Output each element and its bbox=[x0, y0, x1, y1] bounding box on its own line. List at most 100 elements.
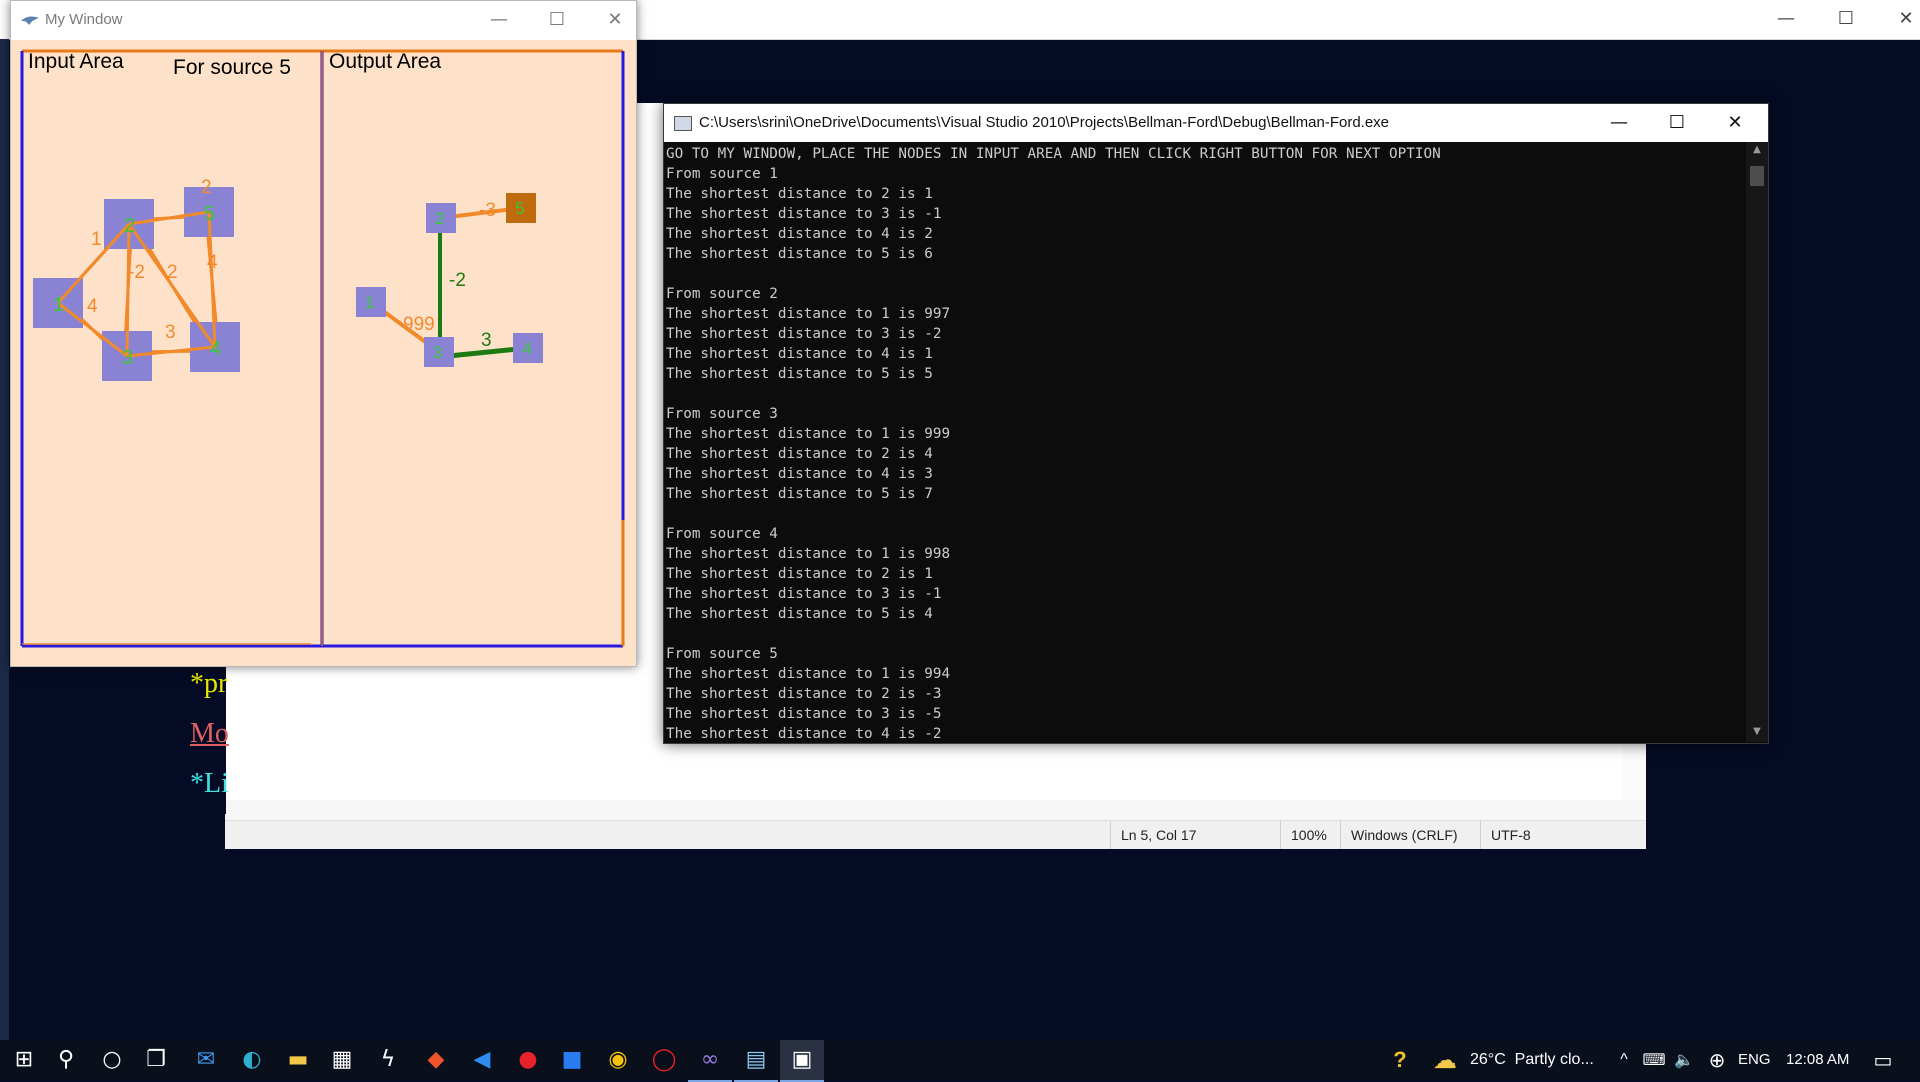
notepad-horizontal-scrollbar[interactable] bbox=[225, 800, 1646, 820]
console-line: From source 4 bbox=[666, 526, 778, 542]
console-close-button[interactable]: ✕ bbox=[1727, 112, 1743, 133]
opera-icon[interactable]: ● bbox=[518, 1047, 538, 1072]
console-minimize-button[interactable]: — bbox=[1610, 112, 1628, 133]
weather-icon[interactable]: ☁ bbox=[1433, 1046, 1457, 1074]
opera-gx-icon[interactable]: ◯ bbox=[651, 1047, 677, 1072]
console-line: The shortest distance to 2 is -3 bbox=[666, 686, 942, 702]
console-output[interactable]: GO TO MY WINDOW, PLACE THE NODES IN INPU… bbox=[666, 144, 1741, 742]
notepad-status-bar: Ln 5, Col 17 100% Windows (CRLF) UTF-8 bbox=[225, 820, 1646, 849]
input-edge-overlay bbox=[56, 222, 131, 305]
console-line: The shortest distance to 4 is 1 bbox=[666, 346, 933, 362]
status-encoding: UTF-8 bbox=[1480, 821, 1591, 849]
winamp-icon[interactable]: ϟ bbox=[380, 1047, 396, 1072]
console-titlebar[interactable]: C:\Users\srini\OneDrive\Documents\Visual… bbox=[664, 104, 1768, 142]
input-edge-weight: 2 bbox=[201, 177, 212, 198]
background-close-button[interactable]: ✕ bbox=[1898, 8, 1914, 29]
my-window-titlebar[interactable]: My Window — ☐ ✕ bbox=[11, 1, 636, 40]
mail-icon[interactable]: ✉ bbox=[196, 1047, 216, 1072]
console-line: The shortest distance to 4 is 2 bbox=[666, 226, 933, 242]
output-node bbox=[356, 287, 386, 317]
network-icon[interactable]: ⌨ bbox=[1642, 1050, 1666, 1069]
language-icon[interactable]: ⊕ bbox=[1708, 1048, 1726, 1072]
help-icon[interactable]: ? bbox=[1393, 1047, 1407, 1072]
input-edge-weight: 4 bbox=[207, 252, 218, 273]
brave-icon[interactable]: ◆ bbox=[427, 1047, 445, 1072]
console-line bbox=[666, 264, 1741, 284]
clock-time[interactable]: 12:08 AM bbox=[1786, 1051, 1850, 1068]
console-icon[interactable]: ▣ bbox=[780, 1040, 824, 1082]
scroll-down-icon[interactable]: ▼ bbox=[1753, 726, 1761, 737]
status-position: Ln 5, Col 17 bbox=[1110, 821, 1281, 849]
input-edge-overlay bbox=[207, 211, 217, 348]
console-app-icon bbox=[674, 116, 692, 131]
chrome-icon[interactable]: ◉ bbox=[608, 1047, 628, 1072]
notifications-icon[interactable]: ▭ bbox=[1873, 1048, 1893, 1072]
source-label: For source 5 bbox=[173, 56, 291, 79]
start-icon[interactable]: ⊞ bbox=[14, 1047, 34, 1072]
background-minimize-button[interactable]: — bbox=[1777, 8, 1795, 29]
store-icon[interactable]: ▦ bbox=[331, 1047, 353, 1072]
scroll-up-icon[interactable]: ▲ bbox=[1753, 144, 1761, 155]
output-node-label: 5 bbox=[515, 199, 524, 218]
visual-studio-icon[interactable]: ∞ bbox=[688, 1040, 732, 1082]
console-line: The shortest distance to 5 is 4 bbox=[666, 606, 933, 622]
console-line: The shortest distance to 2 is 4 bbox=[666, 446, 933, 462]
input-edge-weight: 3 bbox=[165, 322, 176, 343]
console-maximize-button[interactable]: ☐ bbox=[1668, 112, 1686, 133]
console-line: The shortest distance to 3 is -1 bbox=[666, 586, 942, 602]
vscode-icon[interactable]: ◀ bbox=[473, 1047, 491, 1072]
console-line bbox=[666, 624, 1741, 644]
output-edge-weight: 999 bbox=[403, 314, 435, 335]
code-line-3: *Li bbox=[190, 768, 229, 799]
output-node-label: 2 bbox=[435, 209, 444, 228]
console-line: From source 2 bbox=[666, 286, 778, 302]
console-line: The shortest distance to 3 is -5 bbox=[666, 706, 942, 722]
input-node-label: 1 bbox=[53, 294, 64, 316]
status-zoom: 100% bbox=[1280, 821, 1341, 849]
console-scrollbar[interactable]: ▲ ▼ bbox=[1746, 142, 1768, 742]
status-line-ending: Windows (CRLF) bbox=[1340, 821, 1481, 849]
console-scroll-thumb[interactable] bbox=[1750, 166, 1764, 186]
task-view-icon[interactable]: ❐ bbox=[146, 1047, 166, 1072]
console-line: The shortest distance to 3 is -1 bbox=[666, 206, 942, 222]
console-line: From source 1 bbox=[666, 166, 778, 182]
output-node bbox=[426, 203, 456, 233]
console-line bbox=[666, 504, 1741, 524]
cortana-icon[interactable]: ○ bbox=[102, 1047, 122, 1072]
console-line: The shortest distance to 1 is 998 bbox=[666, 546, 951, 562]
console-line: The shortest distance to 2 is 1 bbox=[666, 566, 933, 582]
search-icon[interactable]: ⚲ bbox=[57, 1047, 75, 1072]
console-line: The shortest distance to 1 is 997 bbox=[666, 306, 951, 322]
input-edge-overlay bbox=[127, 223, 217, 348]
my-window-minimize-button[interactable]: — bbox=[490, 9, 508, 30]
console-line: The shortest distance to 4 is -2 bbox=[666, 726, 942, 742]
input-node-label: 5 bbox=[204, 203, 215, 225]
language-label[interactable]: ENG bbox=[1738, 1051, 1771, 1068]
chevron-up-icon[interactable]: ^ bbox=[1620, 1051, 1628, 1068]
console-line: The shortest distance to 5 is 6 bbox=[666, 246, 933, 262]
output-node-label: 3 bbox=[433, 343, 442, 362]
app-icon[interactable]: ■ bbox=[561, 1047, 583, 1072]
file-explorer-icon[interactable]: ▬ bbox=[287, 1047, 309, 1072]
output-node-label: 4 bbox=[522, 339, 531, 358]
console-line: The shortest distance to 3 is -2 bbox=[666, 326, 942, 342]
input-edge-overlay bbox=[128, 210, 210, 226]
code-strip bbox=[186, 664, 226, 814]
console-line: The shortest distance to 5 is 5 bbox=[666, 366, 933, 382]
background-maximize-button[interactable]: ☐ bbox=[1837, 8, 1855, 29]
volume-icon[interactable]: 🔈 bbox=[1674, 1050, 1694, 1069]
input-area-label: Input Area bbox=[28, 50, 124, 73]
input-edge-overlay bbox=[125, 223, 131, 357]
output-node-label: 1 bbox=[365, 293, 374, 312]
notepad-vertical-scrollbar[interactable] bbox=[1622, 740, 1646, 800]
edge-icon[interactable]: ◐ bbox=[242, 1047, 262, 1072]
output-path-edge bbox=[438, 218, 442, 354]
output-edge-weight: 3 bbox=[481, 330, 492, 351]
input-node-label: 3 bbox=[122, 347, 133, 369]
my-window-maximize-button[interactable]: ☐ bbox=[548, 9, 566, 30]
app-icon bbox=[21, 16, 39, 25]
my-window-close-button[interactable]: ✕ bbox=[607, 9, 623, 30]
notepad-icon[interactable]: ▤ bbox=[734, 1040, 778, 1082]
weather-text[interactable]: 26°C Partly clo... bbox=[1470, 1051, 1594, 1068]
